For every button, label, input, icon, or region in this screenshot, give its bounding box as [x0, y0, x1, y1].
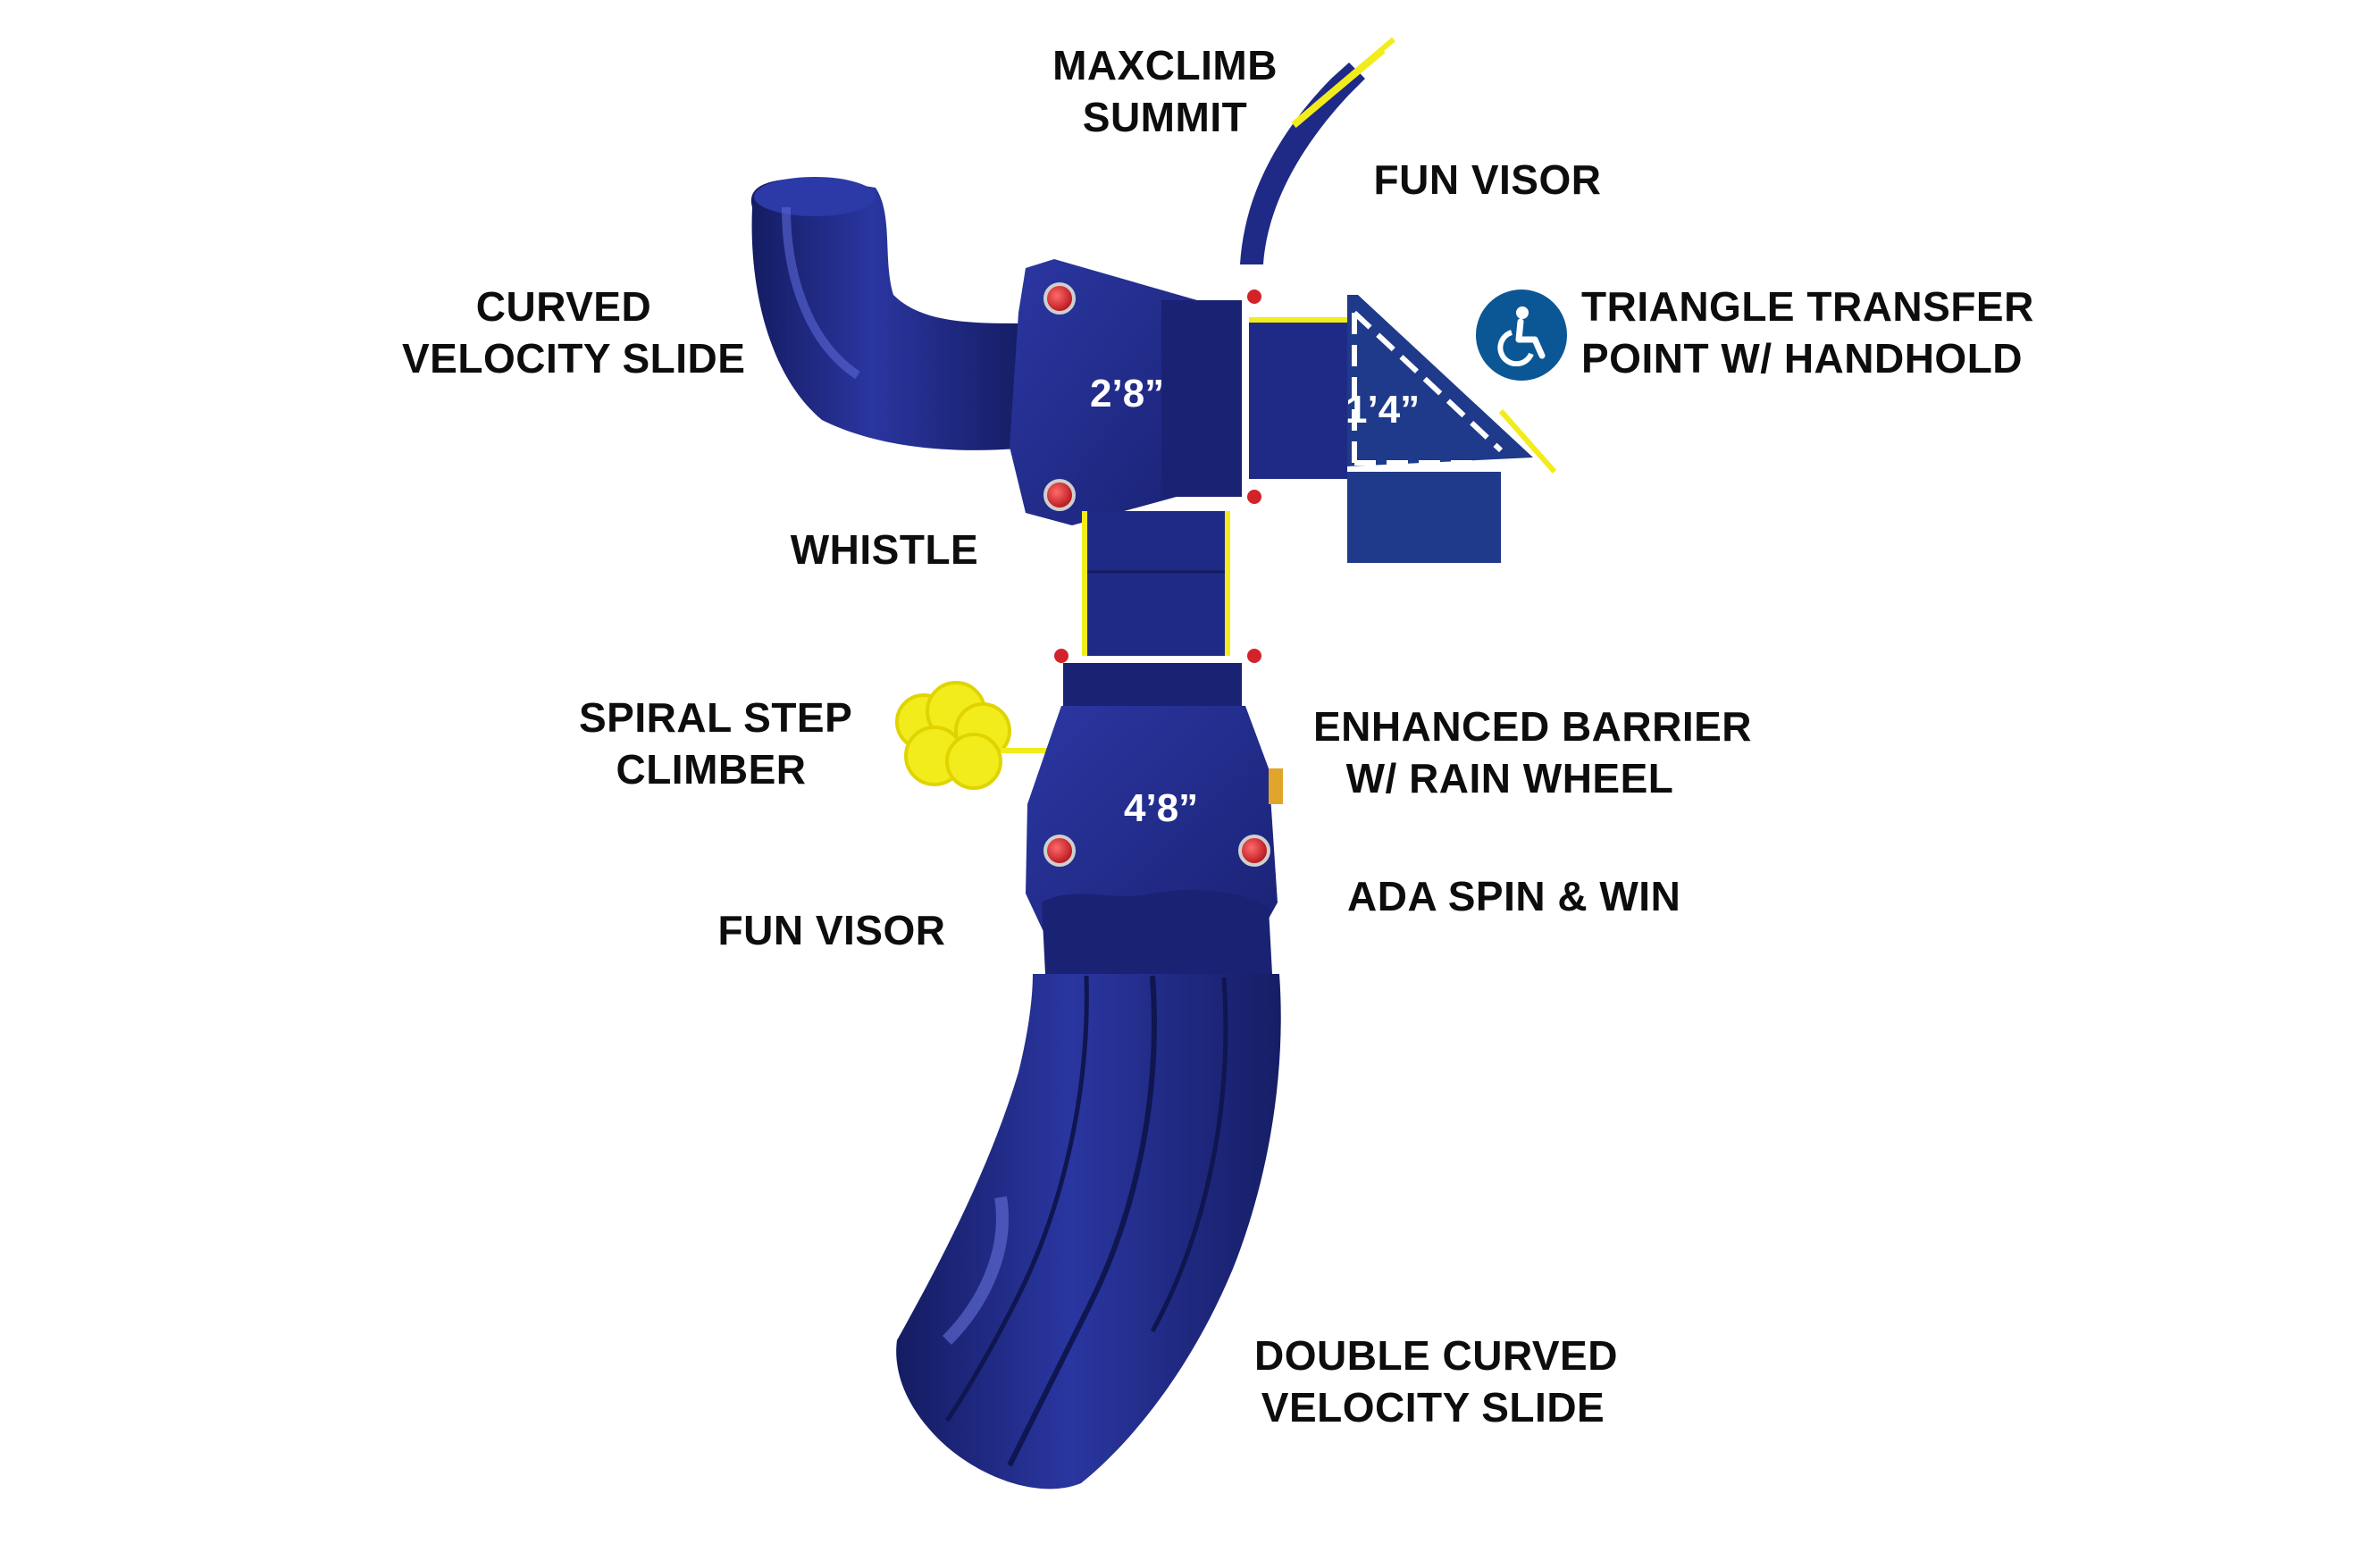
lower-deck-height: 4’8” [1124, 786, 1199, 830]
label-fun-visor-top: FUN VISOR [1373, 156, 1602, 203]
lower-deck [1026, 706, 1283, 974]
transfer-height: 1’4” [1345, 388, 1420, 432]
center-tower [1063, 511, 1242, 717]
upper-deck-height: 2’8” [1090, 372, 1165, 415]
post-cap-icon [1043, 835, 1076, 867]
post-cap-icon [1054, 649, 1068, 663]
post-cap-icon [1043, 282, 1076, 315]
triangle-transfer-point [1347, 295, 1557, 563]
post-cap-icon [1238, 835, 1270, 867]
spiral-step-climber [895, 681, 1058, 790]
upper-deck [1010, 259, 1242, 525]
double-curved-velocity-slide [896, 974, 1281, 1489]
label-fun-visor-bottom: FUN VISOR [717, 907, 946, 953]
post-cap-icon [1247, 290, 1261, 304]
transfer-bridge [1249, 317, 1347, 479]
post-caps [1043, 282, 1270, 867]
post-cap-icon [1247, 649, 1261, 663]
maxclimb-summit [1240, 37, 1395, 264]
curved-velocity-slide [750, 177, 1018, 450]
post-cap-icon [1043, 479, 1076, 511]
label-ada-spin-win: ADA SPIN & WIN [1347, 873, 1681, 919]
label-whistle: WHISTLE [790, 526, 979, 573]
post-cap-icon [1247, 490, 1261, 504]
wheelchair-icon [1476, 290, 1567, 381]
